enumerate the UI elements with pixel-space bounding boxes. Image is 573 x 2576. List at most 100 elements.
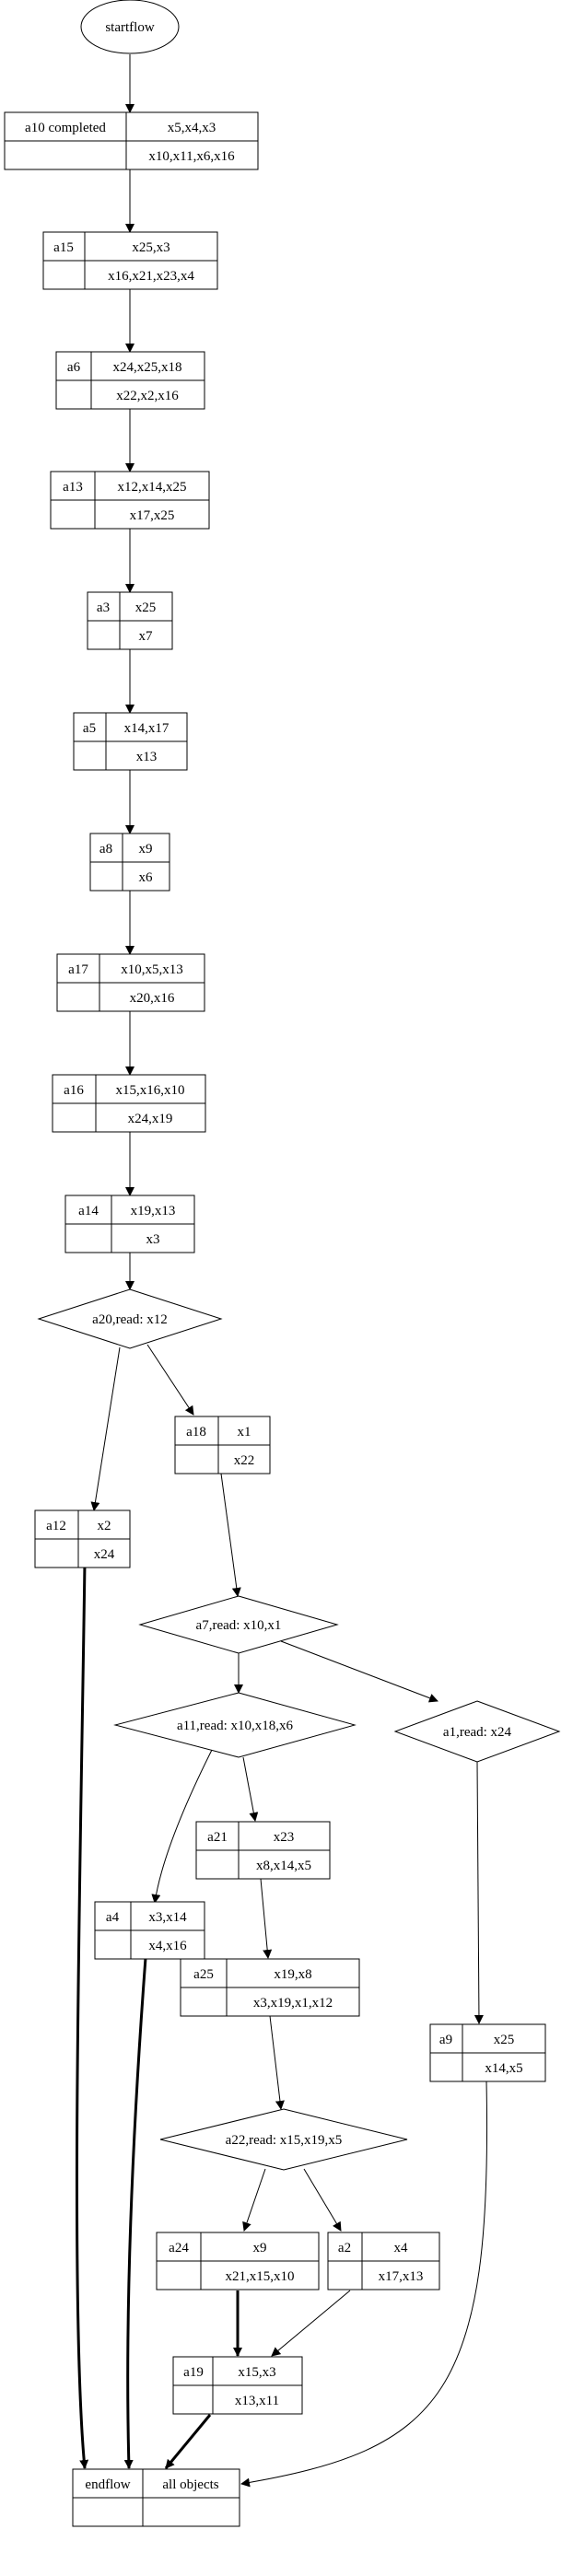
node-a17-reads: x10,x5,x13 <box>121 962 183 977</box>
node-a18-name: a18 <box>186 1425 206 1440</box>
node-a5-name: a5 <box>83 721 96 736</box>
node-a2-writes: x17,x13 <box>379 2269 424 2284</box>
start-node: startflow <box>80 0 180 54</box>
decision-a7-label: a7,read: x10,x1 <box>196 1618 282 1633</box>
node-a17-writes: x20,x16 <box>130 991 175 1006</box>
node-a21-name: a21 <box>207 1830 228 1845</box>
node-a25: a25 x19,x8 x3,x19,x1,x12 <box>180 1958 360 2017</box>
node-a6-name: a6 <box>67 360 81 375</box>
start-label: startflow <box>105 20 154 35</box>
node-a14-name: a14 <box>78 1204 99 1218</box>
node-a13-name: a13 <box>63 480 83 495</box>
edge-a19-end <box>164 2414 212 2469</box>
node-a9-writes: x14,x5 <box>485 2061 522 2076</box>
node-a12-name: a12 <box>46 1519 66 1533</box>
node-a6: a6 x24,x25,x18 x22,x2,x16 <box>55 351 205 410</box>
end-label: all objects <box>162 2477 218 2492</box>
node-a9-reads: x25 <box>494 2033 515 2047</box>
edge-a25-a22 <box>269 2015 285 2110</box>
node-a24-name: a24 <box>169 2241 189 2255</box>
node-a15: a15 x25,x3 x16,x21,x23,x4 <box>42 231 218 290</box>
edge-a7-a1 <box>280 1640 439 1703</box>
node-a17-name: a17 <box>68 962 88 977</box>
decision-a11-label: a11,read: x10,x18,x6 <box>177 1719 294 1733</box>
node-a8: a8 x9 x6 <box>89 833 170 892</box>
edge-a20-a12 <box>90 1346 121 1511</box>
node-a9: a9 x25 x14,x5 <box>429 2023 546 2082</box>
edge-a9-end <box>240 2080 488 2488</box>
node-a24-writes: x21,x15,x10 <box>226 2269 295 2284</box>
edge-a21-a25 <box>260 1878 273 1959</box>
node-a19-name: a19 <box>183 2365 204 2380</box>
end-node: endflow all objects <box>72 2468 240 2527</box>
decision-a11: a11,read: x10,x18,x6 <box>113 1692 357 1758</box>
node-a14-reads: x19,x13 <box>131 1204 176 1218</box>
edge-a11-a4 <box>151 1749 213 1904</box>
node-a19: a19 x15,x3 x13,x11 <box>172 2356 303 2415</box>
node-a3-reads: x25 <box>135 600 157 615</box>
node-a25-writes: x3,x19,x1,x12 <box>253 1996 333 2011</box>
node-a21-writes: x8,x14,x5 <box>256 1859 311 1873</box>
edges <box>75 54 488 2488</box>
node-a5: a5 x14,x17 x13 <box>73 712 188 771</box>
edge-a4-end <box>123 1957 147 2469</box>
decision-a20: a20,read: x12 <box>37 1288 223 1349</box>
decision-a1-label: a1,read: x24 <box>443 1725 512 1740</box>
node-a18-reads: x1 <box>238 1425 251 1440</box>
edge-a1-a9 <box>474 1761 484 2024</box>
node-a5-writes: x13 <box>136 750 158 764</box>
edge-a20-a18 <box>146 1344 194 1416</box>
node-a12: a12 x2 x24 <box>34 1509 131 1568</box>
node-a21: a21 x23 x8,x14,x5 <box>195 1821 331 1880</box>
activity-nodes: a10 completed x5,x4,x3 x10,x11,x6,x16 a1… <box>4 111 546 2415</box>
node-a4-reads: x3,x14 <box>148 1910 187 1925</box>
node-a12-writes: x24 <box>94 1547 115 1562</box>
node-a14: a14 x19,x13 x3 <box>64 1195 195 1253</box>
edge-a22-a2 <box>303 2168 342 2232</box>
edge-a12-end <box>75 1561 89 2469</box>
decision-a20-label: a20,read: x12 <box>92 1312 168 1327</box>
node-a25-name: a25 <box>193 1967 214 1982</box>
node-a13-reads: x12,x14,x25 <box>118 480 187 495</box>
decision-a7: a7,read: x10,x1 <box>138 1595 339 1654</box>
node-a15-reads: x25,x3 <box>132 240 170 255</box>
end-name: endflow <box>85 2477 130 2492</box>
decision-a22-label: a22,read: x15,x19,x5 <box>226 2133 343 2148</box>
node-a18: a18 x1 x22 <box>174 1416 271 1474</box>
decision-a22: a22,read: x15,x19,x5 <box>159 2108 408 2171</box>
node-a12-reads: x2 <box>98 1519 111 1533</box>
node-a15-name: a15 <box>53 240 74 255</box>
node-a24-reads: x9 <box>253 2241 267 2255</box>
edge-a22-a24 <box>242 2168 266 2232</box>
node-a2: a2 x4 x17,x13 <box>327 2232 440 2290</box>
node-a25-reads: x19,x8 <box>274 1967 311 1982</box>
node-a16-name: a16 <box>64 1083 84 1098</box>
node-a24: a24 x9 x21,x15,x10 <box>156 2232 320 2290</box>
node-a4-writes: x4,x16 <box>148 1939 187 1953</box>
node-a10-writes: x10,x11,x6,x16 <box>148 149 235 164</box>
node-a3: a3 x25 x7 <box>87 591 173 650</box>
node-a15-writes: x16,x21,x23,x4 <box>108 269 194 284</box>
node-a18-writes: x22 <box>234 1453 255 1468</box>
node-a17: a17 x10,x5,x13 x20,x16 <box>56 953 205 1012</box>
decision-a1: a1,read: x24 <box>393 1700 561 1763</box>
node-a8-name: a8 <box>99 842 112 857</box>
node-a16-writes: x24,x19 <box>128 1112 173 1126</box>
node-a13-writes: x17,x25 <box>130 508 175 523</box>
node-a4: a4 x3,x14 x4,x16 <box>94 1901 205 1960</box>
node-a10: a10 completed x5,x4,x3 x10,x11,x6,x16 <box>4 111 259 170</box>
node-a3-writes: x7 <box>139 629 154 644</box>
node-a3-name: a3 <box>97 600 110 615</box>
node-a8-writes: x6 <box>139 870 154 885</box>
node-a2-name: a2 <box>338 2241 351 2255</box>
node-a13: a13 x12,x14,x25 x17,x25 <box>50 471 210 530</box>
node-a6-reads: x24,x25,x18 <box>113 360 182 375</box>
node-a10-reads: x5,x4,x3 <box>168 121 216 135</box>
node-a16-reads: x15,x16,x10 <box>116 1083 185 1098</box>
node-a10-name: a10 completed <box>25 121 106 135</box>
edge-a11-a21 <box>242 1756 259 1822</box>
node-a19-reads: x15,x3 <box>238 2365 275 2380</box>
node-a19-writes: x13,x11 <box>235 2394 279 2408</box>
edge-a2-a19 <box>271 2290 351 2357</box>
